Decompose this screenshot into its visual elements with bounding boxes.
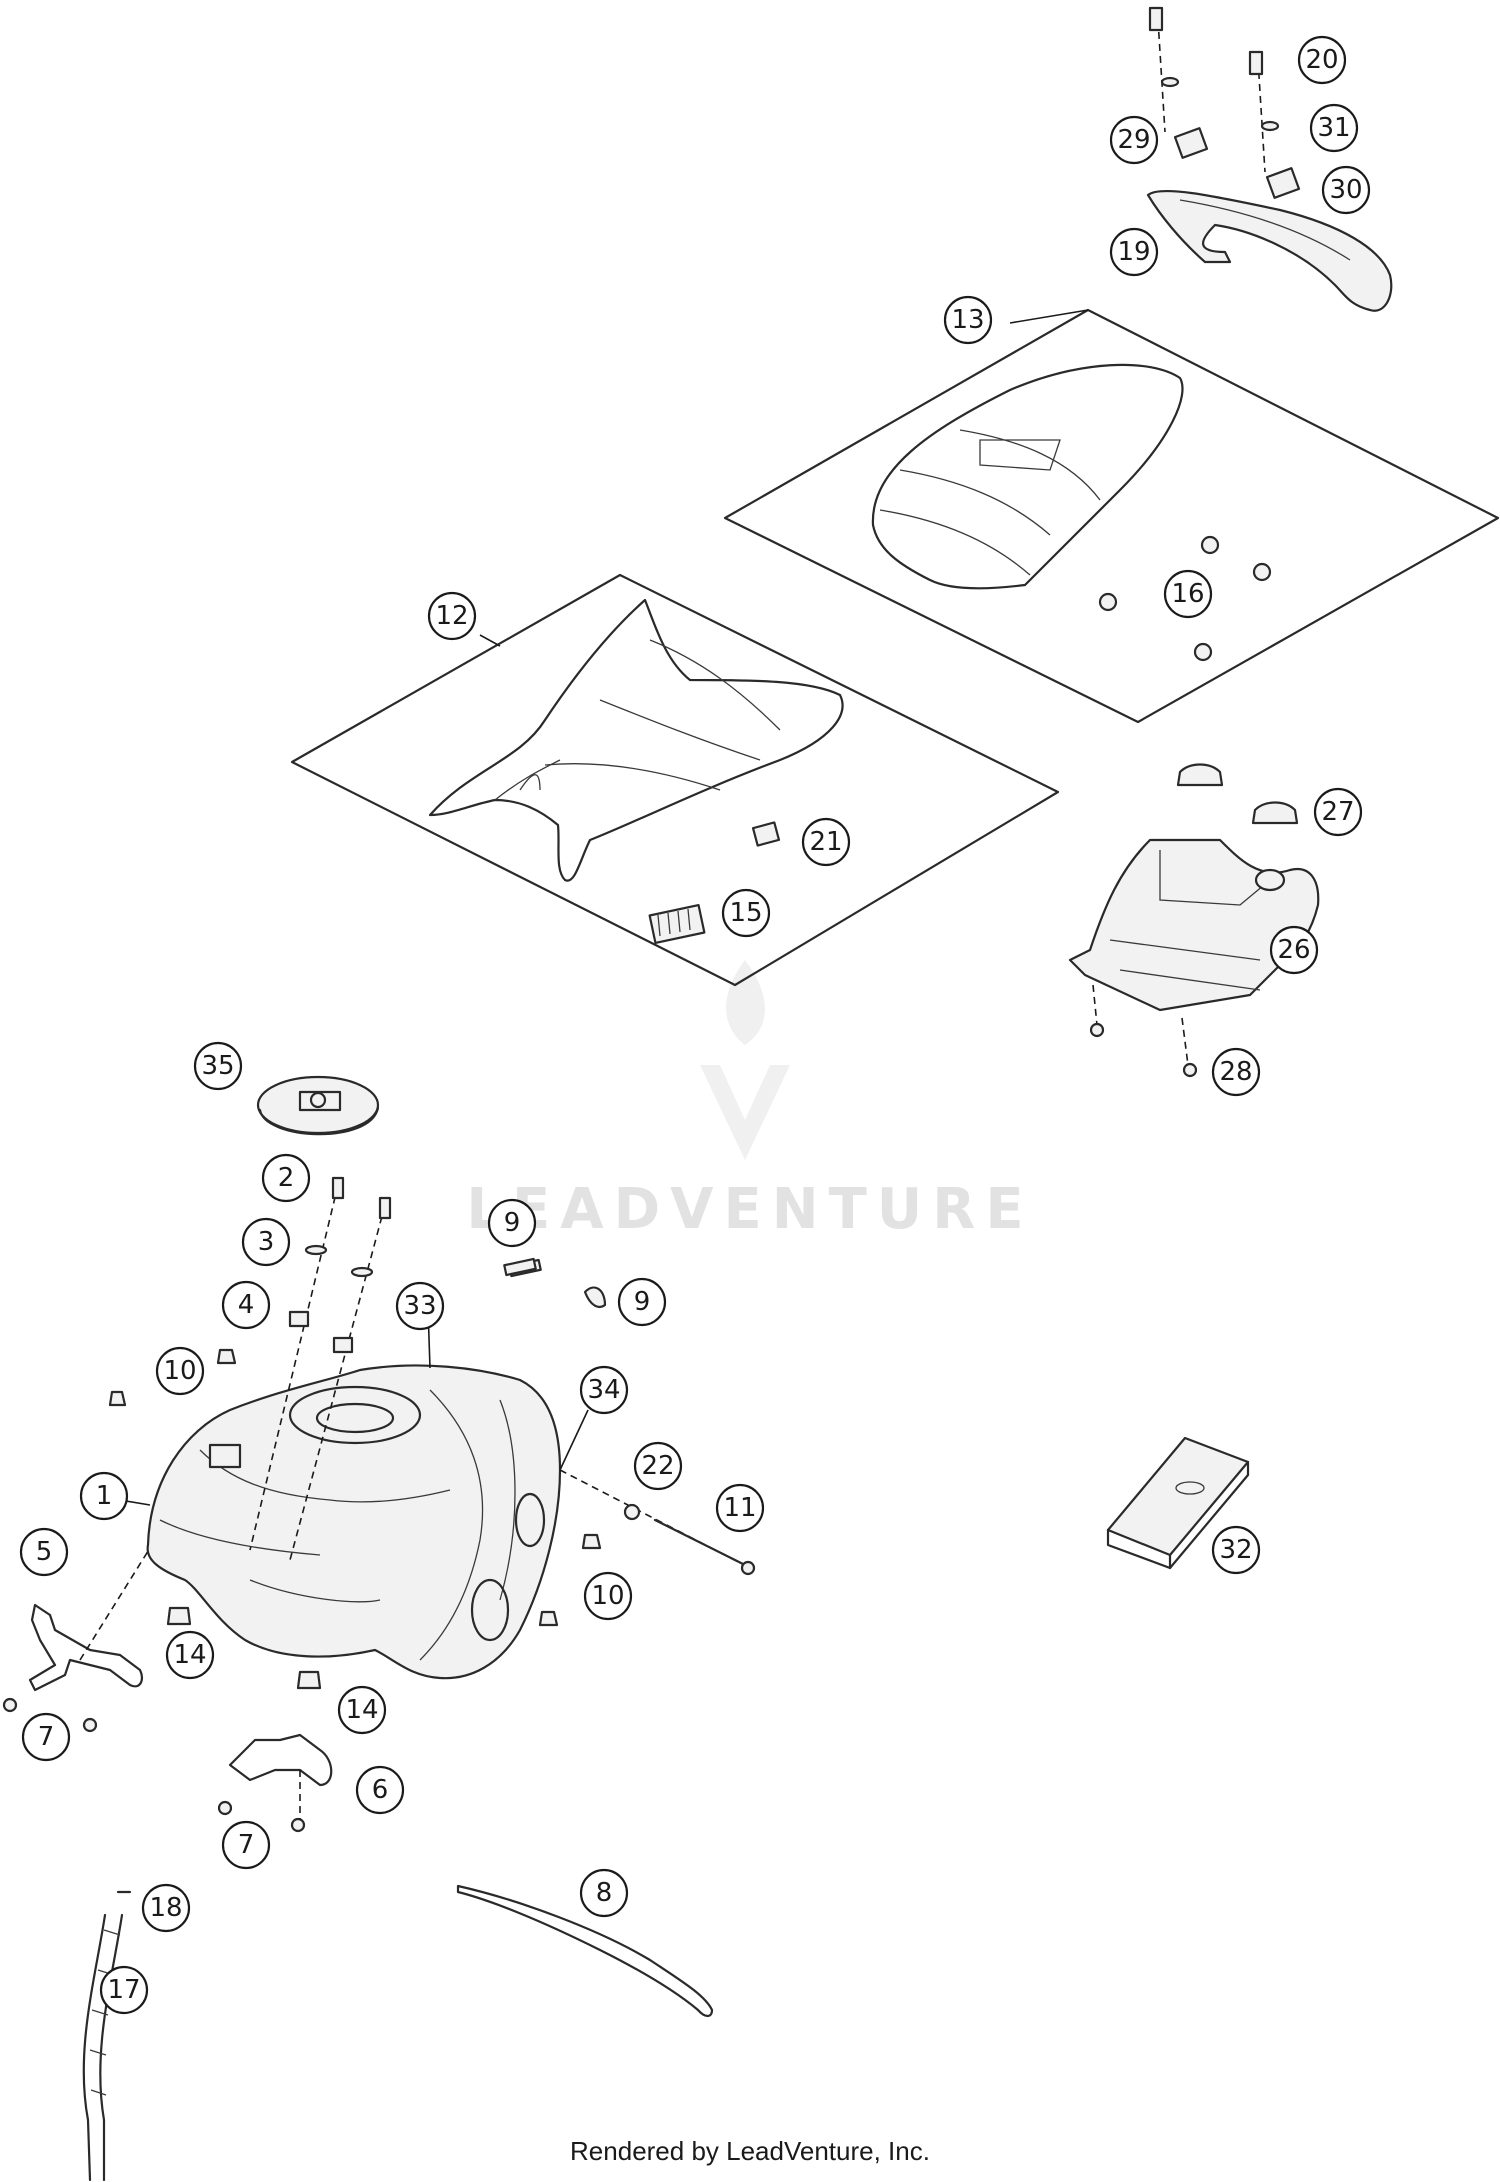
callout-30: 30 bbox=[1321, 165, 1371, 215]
svg-text:4: 4 bbox=[238, 1290, 255, 1320]
svg-text:30: 30 bbox=[1329, 175, 1362, 205]
owners-manual bbox=[1106, 1436, 1250, 1570]
svg-text:11: 11 bbox=[723, 1493, 756, 1523]
callout-28: 28 bbox=[1211, 1047, 1261, 1097]
svg-text:10: 10 bbox=[163, 1356, 196, 1386]
callout-15: 15 bbox=[721, 888, 771, 938]
svg-text:31: 31 bbox=[1317, 113, 1350, 143]
svg-text:17: 17 bbox=[107, 1975, 140, 2005]
svg-text:18: 18 bbox=[149, 1893, 182, 1923]
svg-text:32: 32 bbox=[1219, 1535, 1252, 1565]
callout-2: 2 bbox=[261, 1153, 311, 1203]
svg-text:35: 35 bbox=[201, 1051, 234, 1081]
svg-text:29: 29 bbox=[1117, 125, 1150, 155]
callout-20: 20 bbox=[1297, 35, 1347, 85]
svg-text:5: 5 bbox=[36, 1537, 53, 1567]
svg-text:7: 7 bbox=[238, 1830, 255, 1860]
callout-3: 3 bbox=[241, 1217, 291, 1267]
fuel-cap bbox=[256, 1075, 380, 1136]
callout-34: 34 bbox=[579, 1365, 629, 1415]
rubber-strip bbox=[456, 1884, 714, 2018]
callout-9a: 9 bbox=[487, 1198, 537, 1248]
svg-text:8: 8 bbox=[596, 1878, 613, 1908]
fuel-tank bbox=[146, 1364, 562, 1680]
svg-text:28: 28 bbox=[1219, 1057, 1252, 1087]
callout-22: 22 bbox=[633, 1441, 683, 1491]
svg-text:33: 33 bbox=[403, 1291, 436, 1321]
svg-text:12: 12 bbox=[435, 601, 468, 631]
battery-box bbox=[1068, 763, 1320, 1078]
footer-credit: Rendered by LeadVenture, Inc. bbox=[570, 2136, 930, 2166]
rear-seat-panel bbox=[723, 308, 1500, 724]
bracket-right bbox=[217, 1733, 333, 1833]
callout-9b: 9 bbox=[617, 1277, 667, 1327]
svg-text:16: 16 bbox=[1171, 579, 1204, 609]
svg-text:10: 10 bbox=[591, 1581, 624, 1611]
callout-11: 11 bbox=[715, 1483, 765, 1533]
svg-text:21: 21 bbox=[809, 827, 842, 857]
callout-35: 35 bbox=[193, 1041, 243, 1091]
callout-31: 31 bbox=[1309, 103, 1359, 153]
callout-32: 32 bbox=[1211, 1525, 1261, 1575]
svg-text:34: 34 bbox=[587, 1375, 620, 1405]
bracket-left bbox=[2, 1547, 151, 1733]
callout-12: 12 bbox=[427, 591, 477, 641]
callout-18: 18 bbox=[141, 1883, 191, 1933]
svg-text:2: 2 bbox=[278, 1163, 295, 1193]
svg-text:20: 20 bbox=[1305, 45, 1338, 75]
svg-text:13: 13 bbox=[951, 305, 984, 335]
watermark-text: LEADVENTURE bbox=[466, 1177, 1033, 1242]
callout-7b: 7 bbox=[221, 1820, 271, 1870]
svg-text:14: 14 bbox=[345, 1695, 378, 1725]
vent-hose bbox=[82, 1890, 132, 2182]
svg-text:22: 22 bbox=[641, 1451, 674, 1481]
svg-text:9: 9 bbox=[504, 1208, 521, 1238]
svg-text:1: 1 bbox=[96, 1481, 113, 1511]
spring-parts bbox=[503, 1257, 537, 1277]
grab-handle bbox=[1146, 6, 1393, 312]
callout-7a: 7 bbox=[21, 1712, 71, 1762]
callout-21: 21 bbox=[801, 817, 851, 867]
callout-17: 17 bbox=[99, 1965, 149, 2015]
callout-10b: 10 bbox=[583, 1571, 633, 1621]
callout-29: 29 bbox=[1109, 115, 1159, 165]
callout-14b: 14 bbox=[337, 1685, 387, 1735]
callout-33: 33 bbox=[395, 1281, 445, 1331]
callout-27: 27 bbox=[1313, 787, 1363, 837]
front-seat-panel bbox=[290, 573, 1060, 987]
watermark-logo bbox=[700, 960, 790, 1160]
svg-text:9: 9 bbox=[634, 1287, 651, 1317]
callout-19: 19 bbox=[1109, 227, 1159, 277]
svg-text:27: 27 bbox=[1321, 797, 1354, 827]
callout-16: 16 bbox=[1163, 569, 1213, 619]
callout-26: 26 bbox=[1269, 925, 1319, 975]
svg-text:6: 6 bbox=[372, 1775, 389, 1805]
svg-text:19: 19 bbox=[1117, 237, 1150, 267]
callout-13: 13 bbox=[943, 295, 993, 345]
callout-14a: 14 bbox=[165, 1630, 215, 1680]
callout-1: 1 bbox=[79, 1471, 129, 1521]
svg-text:26: 26 bbox=[1277, 935, 1310, 965]
callout-6: 6 bbox=[355, 1765, 405, 1815]
svg-text:15: 15 bbox=[729, 898, 762, 928]
svg-text:3: 3 bbox=[258, 1227, 275, 1257]
svg-text:7: 7 bbox=[38, 1722, 55, 1752]
svg-text:14: 14 bbox=[173, 1640, 206, 1670]
callout-5: 5 bbox=[19, 1527, 69, 1577]
callout-10a: 10 bbox=[155, 1346, 205, 1396]
callout-8: 8 bbox=[579, 1868, 629, 1918]
leader-lines bbox=[119, 309, 1089, 1506]
callout-4: 4 bbox=[221, 1280, 271, 1330]
